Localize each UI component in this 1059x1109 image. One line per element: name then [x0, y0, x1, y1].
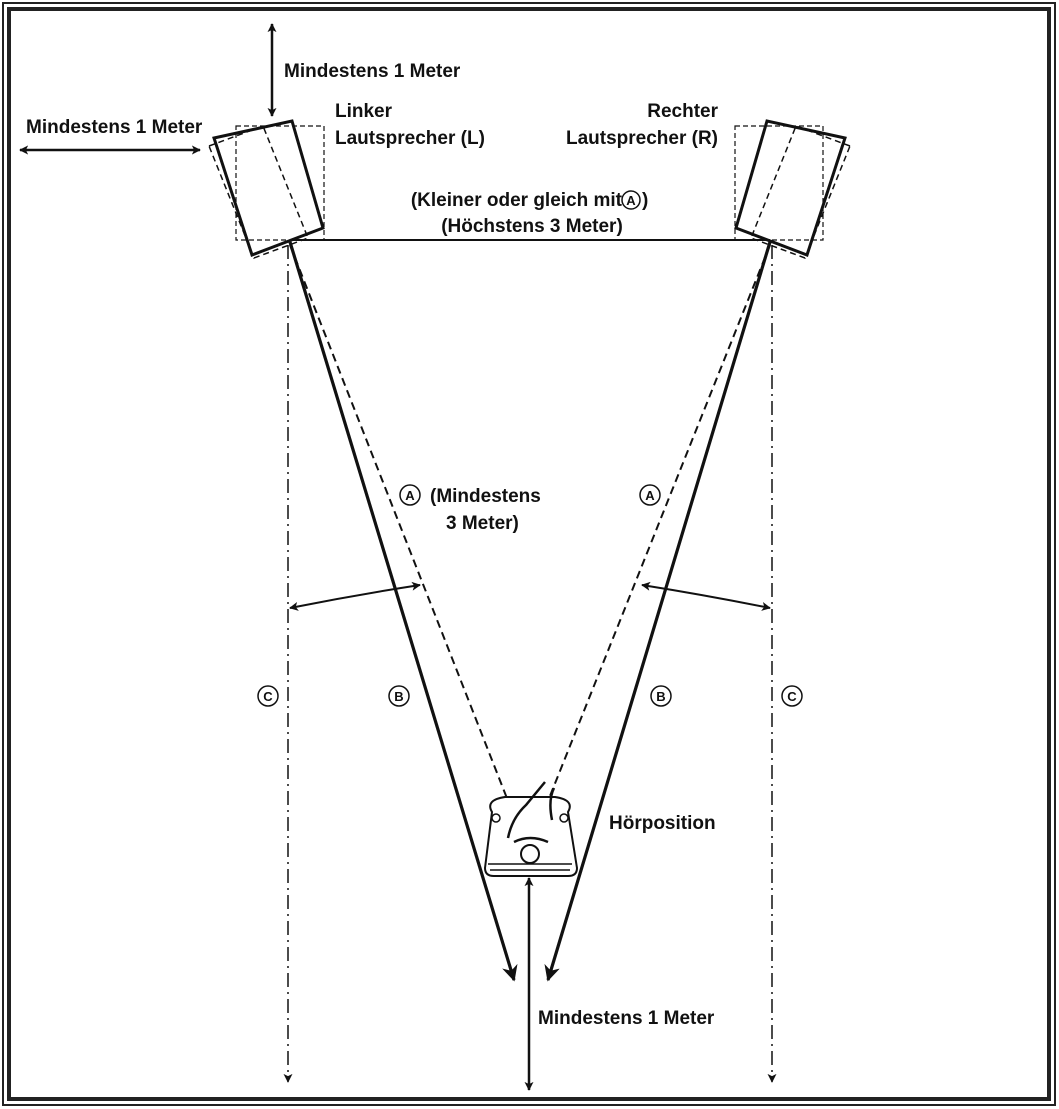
right-c-marker: C: [781, 685, 803, 707]
svg-text:A: A: [405, 488, 415, 503]
listening-position-label: Hörposition: [609, 813, 716, 834]
right-angle-arc: [641, 581, 771, 611]
right-a-line: [544, 244, 771, 807]
spacing-label-line1-pre: (Kleiner oder gleich mit: [411, 190, 623, 211]
left-speaker-front-outline: [235, 125, 325, 241]
right-speaker-label-line2: Lautsprecher (R): [566, 128, 718, 149]
listener-chair-icon: [483, 781, 579, 877]
spacing-label-line1-post: ): [642, 190, 648, 211]
rear-clearance-label: Mindestens 1 Meter: [538, 1008, 715, 1029]
left-speaker: [208, 119, 325, 259]
left-speaker-label-line1: Linker: [335, 101, 393, 122]
left-b-marker: B: [388, 685, 410, 707]
listener-body: [506, 781, 556, 844]
side-clearance-label: Mindestens 1 Meter: [26, 117, 203, 138]
left-speaker-body: [212, 119, 325, 257]
listener-head: [520, 844, 540, 864]
left-angle-arc: [289, 581, 421, 611]
right-b-marker: B: [650, 685, 672, 707]
svg-text:C: C: [263, 689, 273, 704]
spacing-label-marker-a: A: [621, 190, 641, 210]
svg-text:B: B: [656, 689, 665, 704]
svg-text:B: B: [394, 689, 403, 704]
right-b-line: [544, 241, 772, 982]
right-speaker-label-line1: Rechter: [647, 101, 718, 122]
listener-right-hand: [559, 813, 569, 823]
left-b-line: [288, 241, 518, 982]
svg-text:A: A: [626, 193, 636, 208]
listener-left-hand: [491, 813, 501, 823]
diagram-frame-inner: [7, 7, 1051, 1101]
left-a-marker: A: [399, 484, 421, 506]
chair-seat: [483, 796, 579, 877]
top-clearance-label: Mindestens 1 Meter: [284, 61, 461, 82]
distance-a-label-line2: 3 Meter): [446, 513, 519, 534]
right-speaker: [734, 119, 851, 259]
right-speaker-body: [734, 119, 847, 257]
right-speaker-front-outline: [734, 125, 824, 241]
left-a-line: [289, 244, 512, 807]
distance-a-label-line1: (Mindestens: [430, 486, 541, 507]
right-a-marker: A: [639, 484, 661, 506]
left-speaker-label-line2: Lautsprecher (L): [335, 128, 485, 149]
spacing-label-line2: (Höchstens 3 Meter): [441, 216, 623, 237]
svg-text:A: A: [645, 488, 655, 503]
svg-text:C: C: [787, 689, 797, 704]
left-c-marker: C: [257, 685, 279, 707]
